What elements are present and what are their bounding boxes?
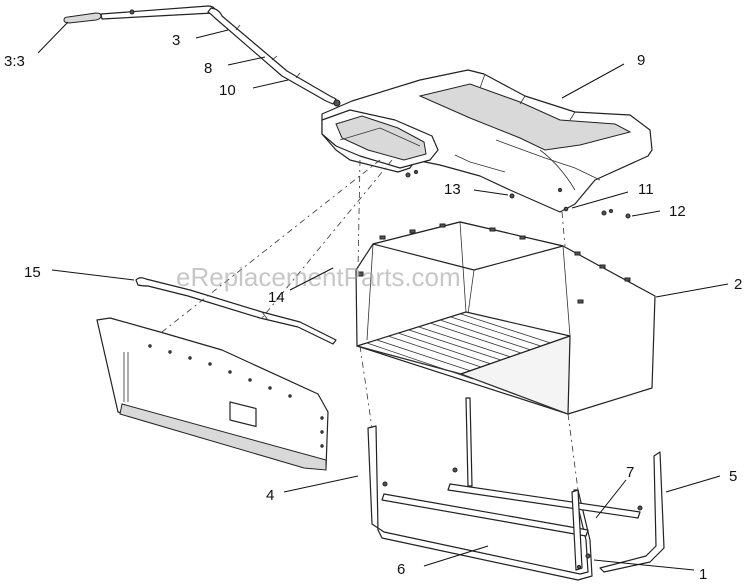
leader-lines — [37, 21, 729, 571]
callout-10: 10 — [219, 82, 236, 99]
watermark: eReplacementParts.com — [176, 262, 461, 292]
handle-grip — [63, 12, 102, 24]
callout-3: 3 — [172, 32, 180, 49]
handle-assembly — [63, 5, 341, 107]
callout-9: 9 — [637, 52, 645, 69]
callout-2: 2 — [734, 276, 742, 293]
hood-hardware — [509, 193, 631, 219]
callout-5: 5 — [729, 468, 737, 485]
handle-lower-tube — [207, 7, 337, 105]
callout-3-3: 3:3 — [4, 53, 25, 70]
callout-8: 8 — [204, 60, 212, 77]
basket — [355, 221, 656, 415]
callout-13: 13 — [444, 181, 461, 198]
callout-labels: 3:3 3 8 10 9 13 11 12 15 14 2 4 7 5 6 1 — [4, 32, 742, 583]
alignment-lines — [161, 159, 579, 491]
hood-cover — [321, 69, 653, 213]
callout-14: 14 — [268, 289, 285, 306]
callout-7: 7 — [626, 464, 634, 481]
callout-6: 6 — [397, 561, 405, 578]
rod — [135, 277, 337, 345]
side-panel — [96, 317, 329, 471]
callout-12: 12 — [669, 203, 686, 220]
handle-upper-tube — [100, 5, 216, 20]
callout-1: 1 — [699, 566, 707, 583]
lower-frame — [367, 397, 665, 581]
callout-4: 4 — [266, 487, 274, 504]
callout-15: 15 — [24, 264, 41, 281]
callout-11: 11 — [638, 181, 654, 198]
